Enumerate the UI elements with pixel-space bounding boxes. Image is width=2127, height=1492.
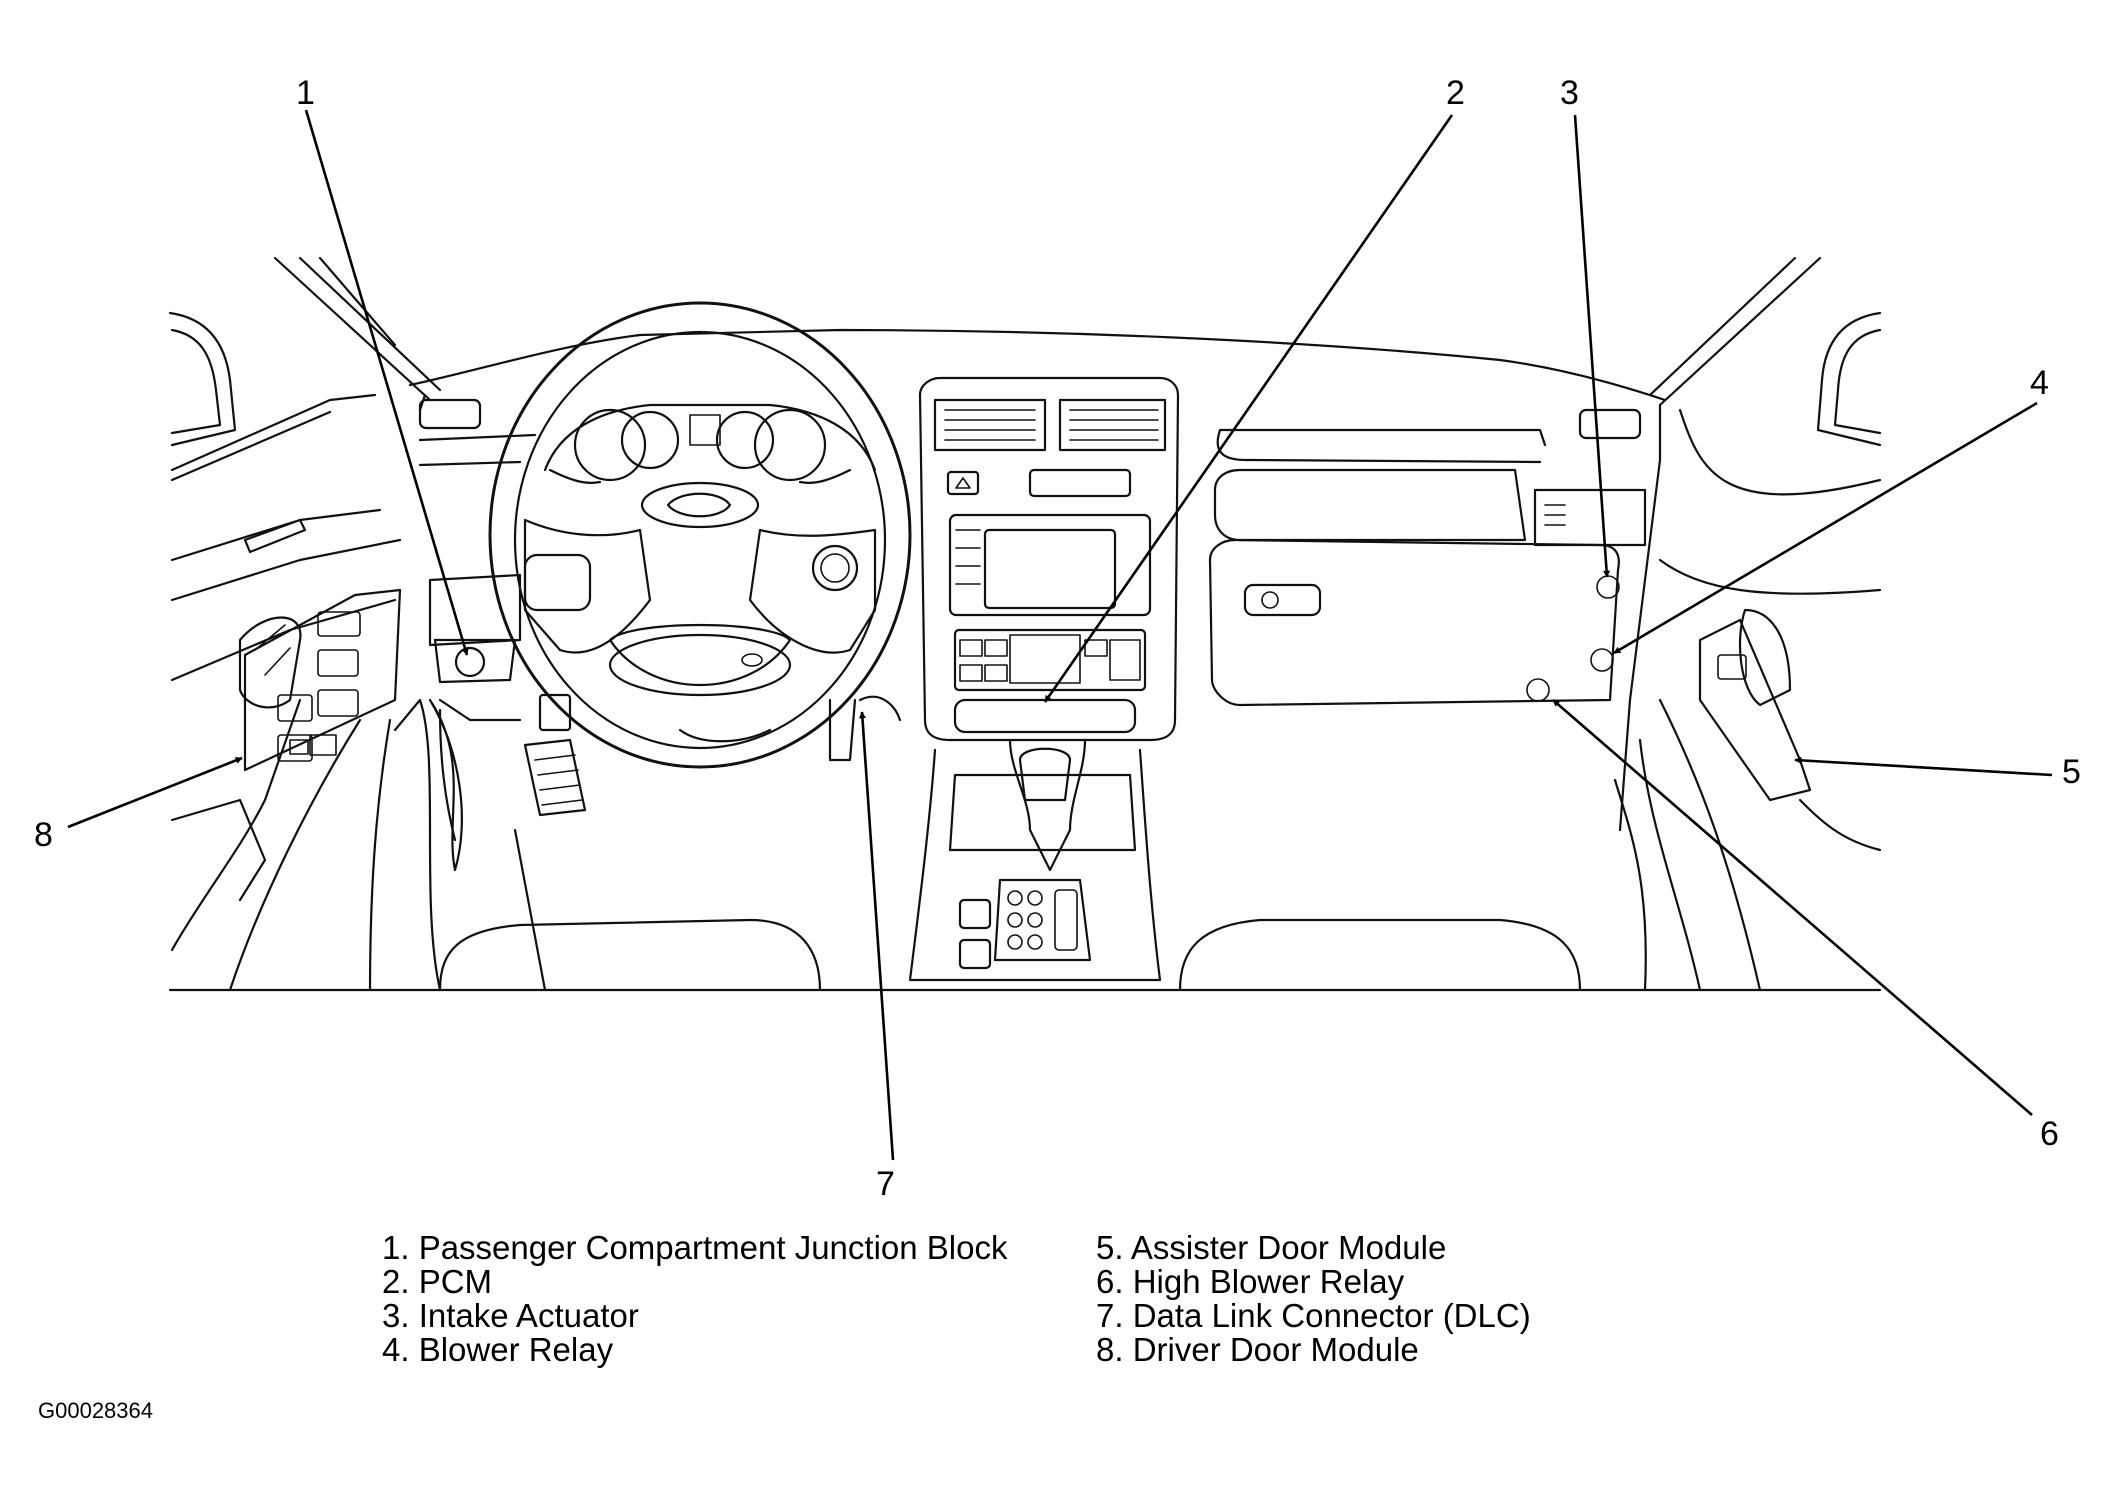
steering-wheel <box>490 303 910 767</box>
legend-right-column: 5. Assister Door Module 6. High Blower R… <box>1096 1231 1531 1367</box>
leader-3 <box>1575 115 1611 578</box>
legend-item: 3. Intake Actuator <box>382 1297 639 1334</box>
leader-1 <box>306 110 469 656</box>
callout-2: 2 <box>1446 74 1465 112</box>
legend-item: 5. Assister Door Module <box>1096 1229 1447 1266</box>
legend-item: 6. High Blower Relay <box>1096 1263 1405 1300</box>
leader-2 <box>1045 115 1452 702</box>
figure-id: G00028364 <box>38 1398 153 1423</box>
lower-dash-left <box>430 575 900 990</box>
legend-item: 8. Driver Door Module <box>1096 1331 1419 1368</box>
center-stack <box>920 378 1178 740</box>
center-console <box>910 740 1160 980</box>
callout-8: 8 <box>34 816 53 854</box>
callout-leaders <box>68 110 2052 1160</box>
legend-left-column: 1. Passenger Compartment Junction Block … <box>382 1231 1007 1367</box>
passenger-dash <box>1210 470 1645 705</box>
legend-item: 2. PCM <box>382 1263 493 1300</box>
callout-5: 5 <box>2062 753 2081 791</box>
callout-7: 7 <box>876 1165 895 1203</box>
leader-4 <box>1614 403 2037 653</box>
leader-7 <box>858 711 893 1160</box>
callout-numbers: 1 2 3 4 5 6 7 8 <box>34 74 2081 1203</box>
callout-6: 6 <box>2040 1115 2059 1153</box>
legend-item: 1. Passenger Compartment Junction Block <box>382 1229 1008 1266</box>
legend-item: 7. Data Link Connector (DLC) <box>1096 1297 1531 1334</box>
callout-4: 4 <box>2030 364 2049 402</box>
leader-8 <box>68 758 243 827</box>
left-door-illustration <box>170 258 462 990</box>
seats <box>170 920 1880 990</box>
dashboard-top <box>410 330 1665 465</box>
leader-5 <box>1794 756 2052 775</box>
callout-1: 1 <box>296 74 315 112</box>
callout-3: 3 <box>1560 74 1579 112</box>
leader-6 <box>1553 700 2032 1115</box>
legend-item: 4. Blower Relay <box>382 1331 614 1368</box>
right-door-illustration <box>1615 258 1880 990</box>
